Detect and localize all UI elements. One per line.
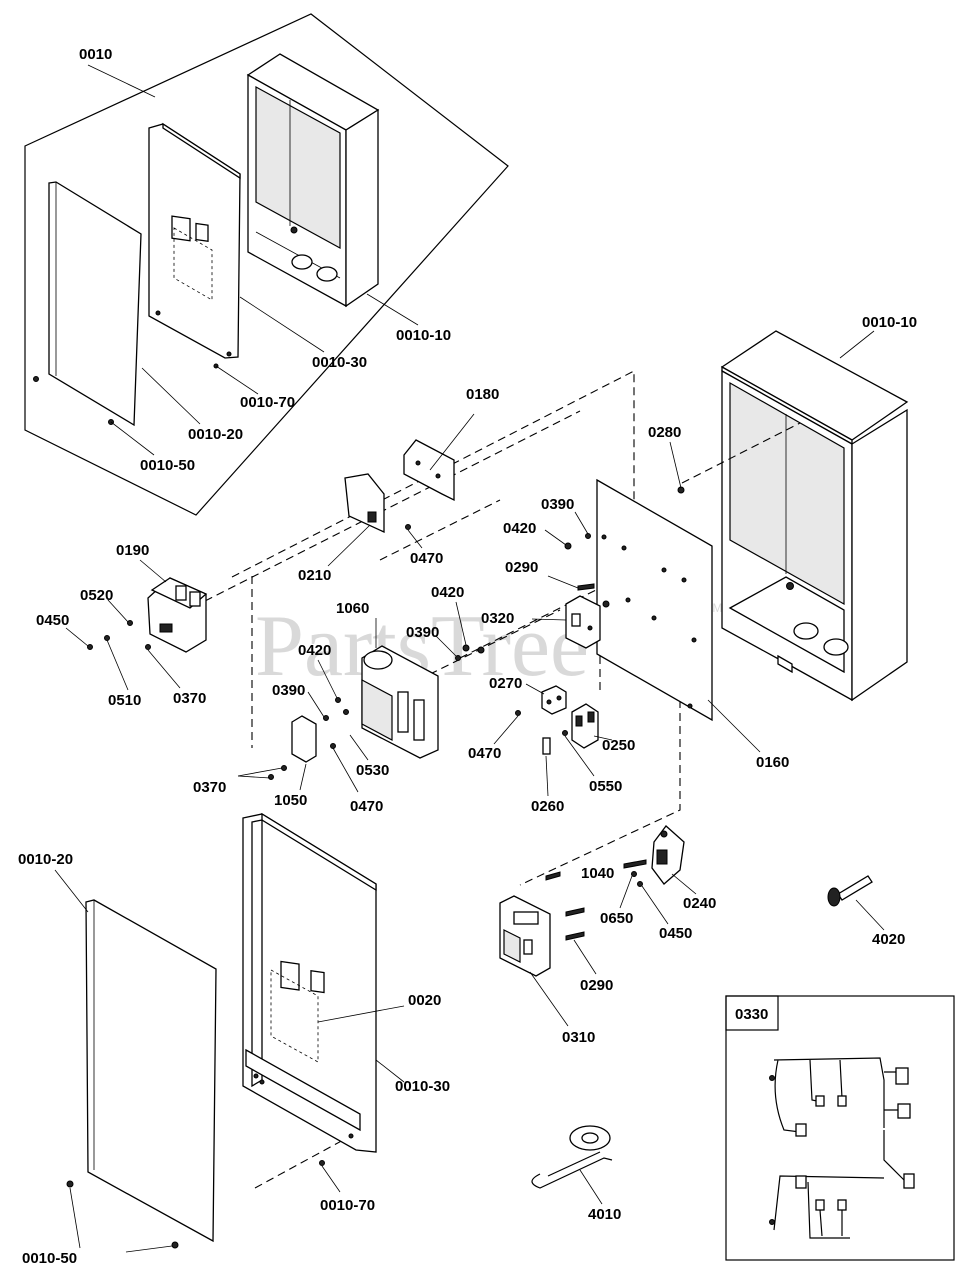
label-0010: 0010 — [79, 46, 112, 63]
label-1060: 1060 — [336, 600, 369, 617]
screws-left — [65, 599, 181, 691]
bracket-1050 — [291, 715, 317, 791]
label-0010-20-top: 0010-20 — [188, 426, 243, 443]
label-0390-b: 0390 — [406, 624, 439, 641]
label-0420-c: 0420 — [298, 642, 331, 659]
label-0010-30-bottom: 0010-30 — [395, 1078, 450, 1095]
front-cover-small — [148, 122, 241, 359]
label-0180: 0180 — [466, 386, 499, 403]
label-0390-c: 0390 — [272, 682, 305, 699]
circuit-board-0310 — [499, 871, 597, 1027]
label-0270: 0270 — [489, 675, 522, 692]
label-0010-10-right: 0010-10 — [862, 314, 917, 331]
label-0370-b: 0370 — [193, 779, 226, 796]
bracket-0180 — [403, 413, 475, 502]
enclosure-box-large — [720, 330, 909, 702]
side-panel-small — [33, 181, 219, 427]
label-0010-30-top: 0010-30 — [312, 354, 367, 371]
label-0190: 0190 — [116, 542, 149, 559]
label-0390-a: 0390 — [541, 496, 574, 513]
current-transformer-4010 — [531, 1125, 613, 1205]
label-0010-70-bottom: 0010-70 — [320, 1197, 375, 1214]
label-0290-b: 0290 — [580, 977, 613, 994]
kit-outline — [24, 13, 509, 516]
fuse-0260 — [542, 737, 551, 797]
label-0520: 0520 — [80, 587, 113, 604]
front-cover-large — [242, 812, 405, 1193]
label-0450-a: 0450 — [36, 612, 69, 629]
label-0550: 0550 — [589, 778, 622, 795]
label-0250: 0250 — [602, 737, 635, 754]
label-4010: 4010 — [588, 1206, 621, 1223]
label-0010-50-top: 0010-50 — [140, 457, 195, 474]
label-0420-b: 0420 — [431, 584, 464, 601]
plate-0210 — [327, 473, 385, 567]
enclosure-box-small — [246, 53, 380, 308]
label-0370-a: 0370 — [173, 690, 206, 707]
label-0280: 0280 — [648, 424, 681, 441]
label-1040: 1040 — [581, 865, 614, 882]
label-0240: 0240 — [683, 895, 716, 912]
label-0290-a: 0290 — [505, 559, 538, 576]
label-0210: 0210 — [298, 567, 331, 584]
label-0020: 0020 — [408, 992, 441, 1009]
label-0530: 0530 — [356, 762, 389, 779]
label-0160: 0160 — [756, 754, 789, 771]
label-0320: 0320 — [481, 610, 514, 627]
label-0010-20-bottom: 0010-20 — [18, 851, 73, 868]
fasteners-middle — [237, 601, 485, 793]
wiring-harness-inset — [725, 995, 955, 1261]
label-0650: 0650 — [600, 910, 633, 927]
label-0470-a: 0470 — [410, 550, 443, 567]
label-1050: 1050 — [274, 792, 307, 809]
terminal-block-0270 — [525, 683, 567, 715]
connector-0240 — [619, 825, 697, 925]
label-0470-b: 0470 — [468, 745, 501, 762]
label-0420-a: 0420 — [503, 520, 536, 537]
enclosure-kit-assembly — [24, 13, 509, 516]
side-panel-large — [54, 869, 217, 1253]
module-0190 — [139, 559, 208, 653]
label-0010-50-bottom: 0010-50 — [22, 1250, 77, 1267]
screw-4020 — [827, 875, 885, 931]
label-0010-70-top: 0010-70 — [240, 394, 295, 411]
label-0510: 0510 — [108, 692, 141, 709]
label-0470-c: 0470 — [350, 798, 383, 815]
fuse-holder-0250 — [571, 703, 613, 749]
label-0330: 0330 — [735, 1006, 768, 1023]
fasteners-lower-mid — [493, 710, 595, 777]
contactor-1060 — [349, 618, 439, 761]
label-0010-10-top: 0010-10 — [396, 327, 451, 344]
mounting-plate — [596, 478, 761, 753]
label-0450-b: 0450 — [659, 925, 692, 942]
relay-0320 — [531, 595, 601, 649]
label-0260: 0260 — [531, 798, 564, 815]
label-0310: 0310 — [562, 1029, 595, 1046]
label-4020: 4020 — [872, 931, 905, 948]
fasteners-upper-right — [405, 441, 685, 608]
